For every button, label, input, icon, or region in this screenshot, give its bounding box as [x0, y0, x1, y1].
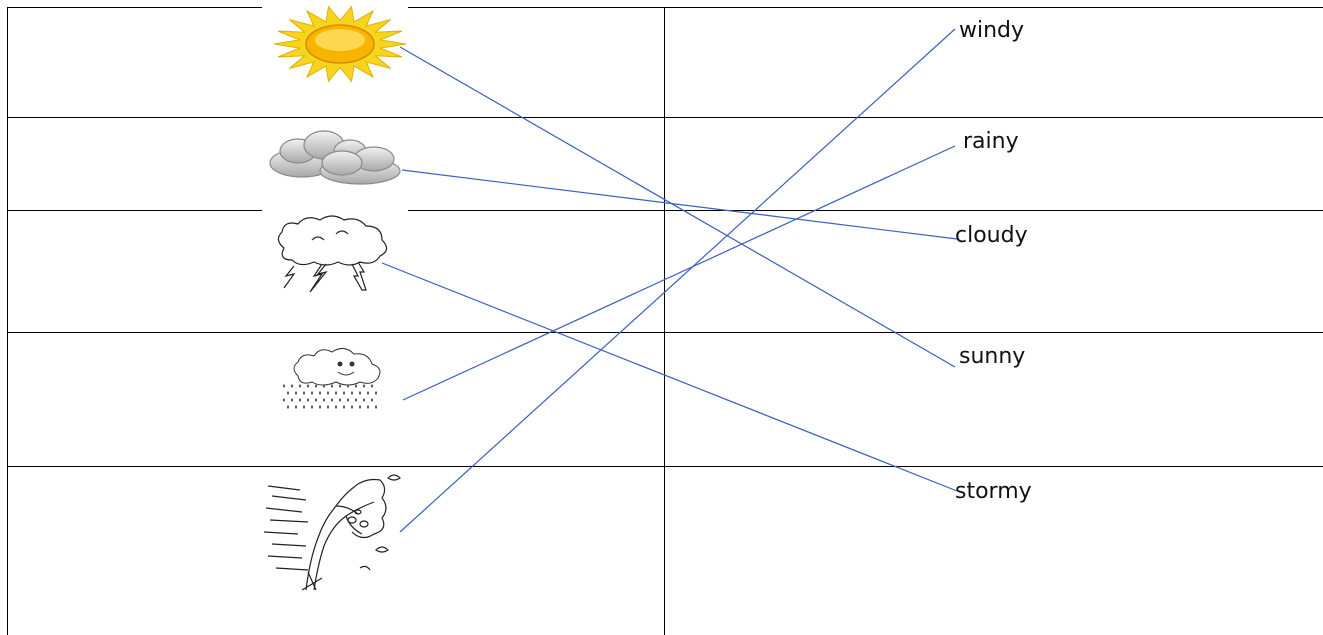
table-left-border: [7, 7, 8, 635]
storm-cloud-icon: [277, 215, 388, 293]
row-divider-4: [7, 466, 1323, 467]
picture-cell-2: [262, 125, 408, 187]
table-top-border: [7, 7, 1323, 8]
word-rainy: rainy: [963, 129, 1019, 154]
match-line-rain-rainy: [402, 145, 956, 401]
row-divider-1: [7, 117, 1323, 118]
column-divider: [664, 7, 665, 635]
picture-cell-5: [262, 468, 408, 596]
word-stormy: stormy: [955, 479, 1032, 504]
rain-cloud-icon: [283, 348, 381, 409]
word-cloudy: cloudy: [955, 223, 1028, 248]
windy-tree-icon: [263, 474, 401, 591]
match-line-wind-windy: [399, 28, 956, 533]
match-line-sun-sunny: [399, 46, 956, 368]
word-windy: windy: [959, 18, 1025, 43]
picture-cell-3: [262, 210, 408, 296]
word-sunny: sunny: [959, 344, 1026, 369]
picture-cell-1: [262, 4, 408, 84]
cloud-icon: [269, 130, 401, 185]
picture-cell-4: [262, 336, 408, 416]
sun-icon: [273, 5, 407, 83]
match-line-storm-stormy: [381, 262, 958, 492]
row-divider-3: [7, 332, 1323, 333]
match-line-cloud-cloudy: [401, 169, 958, 240]
row-divider-2: [7, 210, 1323, 211]
